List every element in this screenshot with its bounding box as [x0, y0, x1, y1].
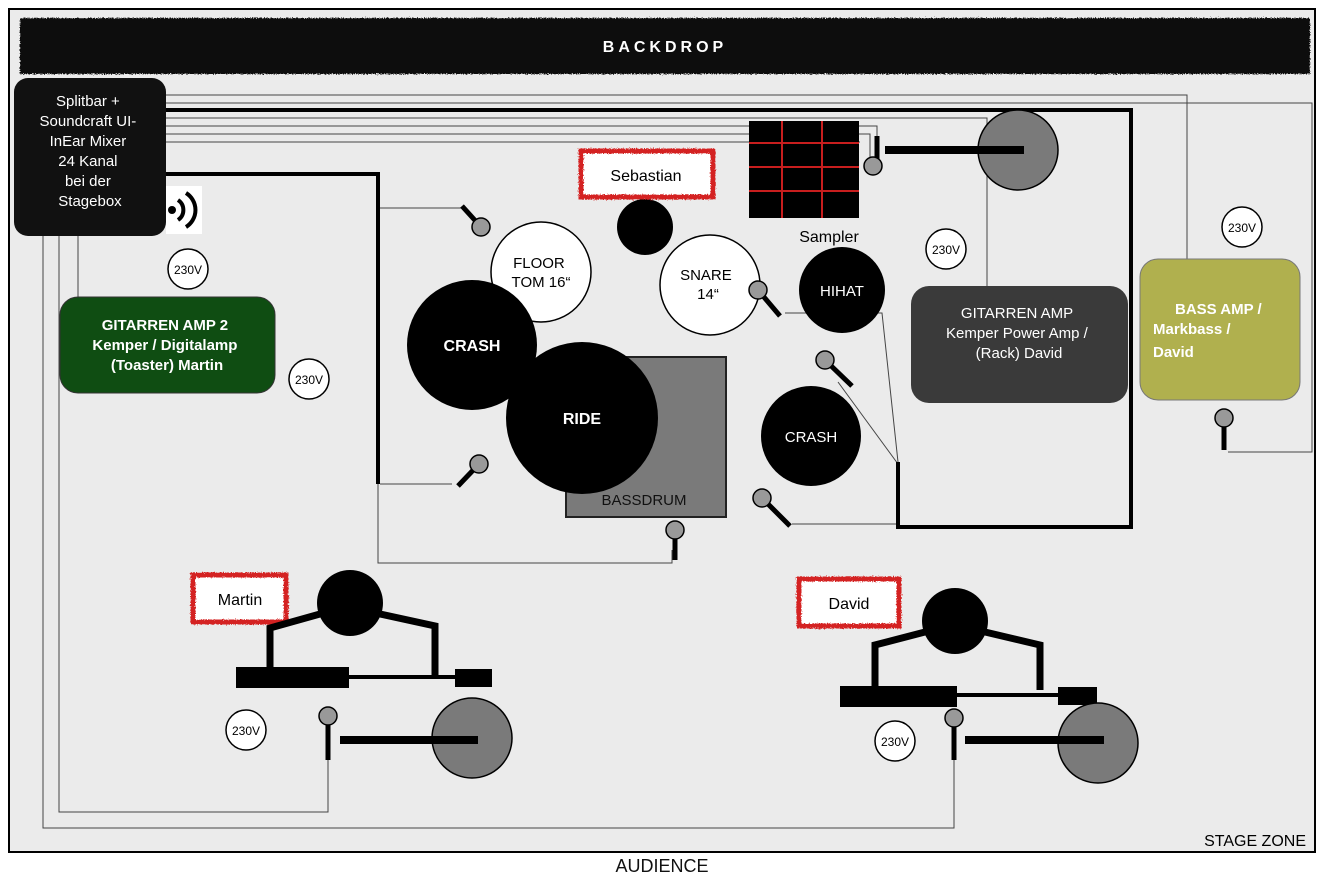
power-outlet: 230V [1221, 206, 1263, 248]
audience-label: AUDIENCE [615, 856, 709, 876]
sampler-label: Sampler [799, 229, 859, 246]
power-outlets: 230V 230V 230V 230V 230V 230V [167, 206, 1263, 762]
name-tag-david: David [796, 576, 902, 629]
mixer-label: Splitbar + Soundcraft UI- InEar Mixer 24… [40, 93, 141, 210]
power-outlet: 230V [874, 720, 916, 762]
player-martin [236, 570, 492, 688]
mic-icon [752, 488, 792, 528]
crash-left-label: CRASH [444, 338, 501, 355]
main-cable [165, 172, 380, 484]
power-outlet-label: 230V [881, 735, 909, 749]
power-outlet: 230V [225, 709, 267, 751]
mic-icon [456, 454, 489, 488]
power-outlet-label: 230V [174, 263, 202, 277]
power-outlet: 230V [288, 358, 330, 400]
monitor-martin [318, 697, 513, 779]
right-player-name: David [829, 596, 870, 613]
bassdrum-label: BASSDRUM [601, 492, 686, 509]
wireless-icon [166, 186, 202, 234]
player-david [840, 588, 1097, 707]
hihat [799, 247, 885, 333]
mic-icon [460, 204, 491, 237]
backdrop-bar [20, 18, 1310, 74]
guitar-amp-box [911, 286, 1128, 403]
monitor-david [944, 702, 1139, 784]
crash-right-label: CRASH [785, 429, 838, 446]
left-player-name: Martin [218, 592, 262, 609]
mixer-box [14, 78, 166, 236]
drummer-seat [617, 199, 673, 255]
floor-tom [490, 221, 592, 323]
hihat-label: HIHAT [820, 283, 864, 300]
ride-label: RIDE [563, 411, 602, 428]
guitar-amp-2-box [59, 296, 276, 394]
name-tag-martin: Martin [190, 572, 289, 625]
mic-icon [1214, 408, 1234, 450]
floor-tom-label: FLOOR TOM 16“ [512, 255, 571, 291]
power-outlet: 230V [167, 248, 209, 290]
stage-zone-label: STAGE ZONE [1204, 833, 1306, 850]
mic-icon [815, 350, 854, 388]
mic-icon [748, 280, 782, 318]
drummer-name: Sebastian [610, 168, 681, 185]
bass-amp-box [1139, 258, 1301, 401]
backdrop-label: BACKDROP [603, 39, 727, 56]
power-outlet: 230V [925, 228, 967, 270]
guitar-amp-label: GITARREN AMP Kemper Power Amp / (Rack) D… [946, 305, 1092, 362]
power-outlet-label: 230V [232, 724, 260, 738]
drum-mics [456, 204, 1234, 560]
sampler-pad [749, 121, 859, 218]
mic-icon [665, 520, 685, 560]
snare-label: SNARE 14“ [680, 267, 736, 303]
crash-right [761, 386, 861, 486]
snare [659, 234, 761, 336]
bass-amp-label: BASS AMP / Markbass / David [1153, 301, 1266, 361]
ride [506, 342, 658, 494]
power-outlet-label: 230V [1228, 221, 1256, 235]
monitor-sampler [863, 109, 1059, 191]
name-tag-sebastian: Sebastian [578, 148, 716, 200]
crash-left [407, 280, 537, 410]
main-cable-2 [165, 108, 1133, 529]
power-outlet-label: 230V [295, 373, 323, 387]
power-outlet-label: 230V [932, 243, 960, 257]
guitar-amp-2-label: GITARREN AMP 2 Kemper / Digitalamp (Toas… [92, 317, 241, 374]
